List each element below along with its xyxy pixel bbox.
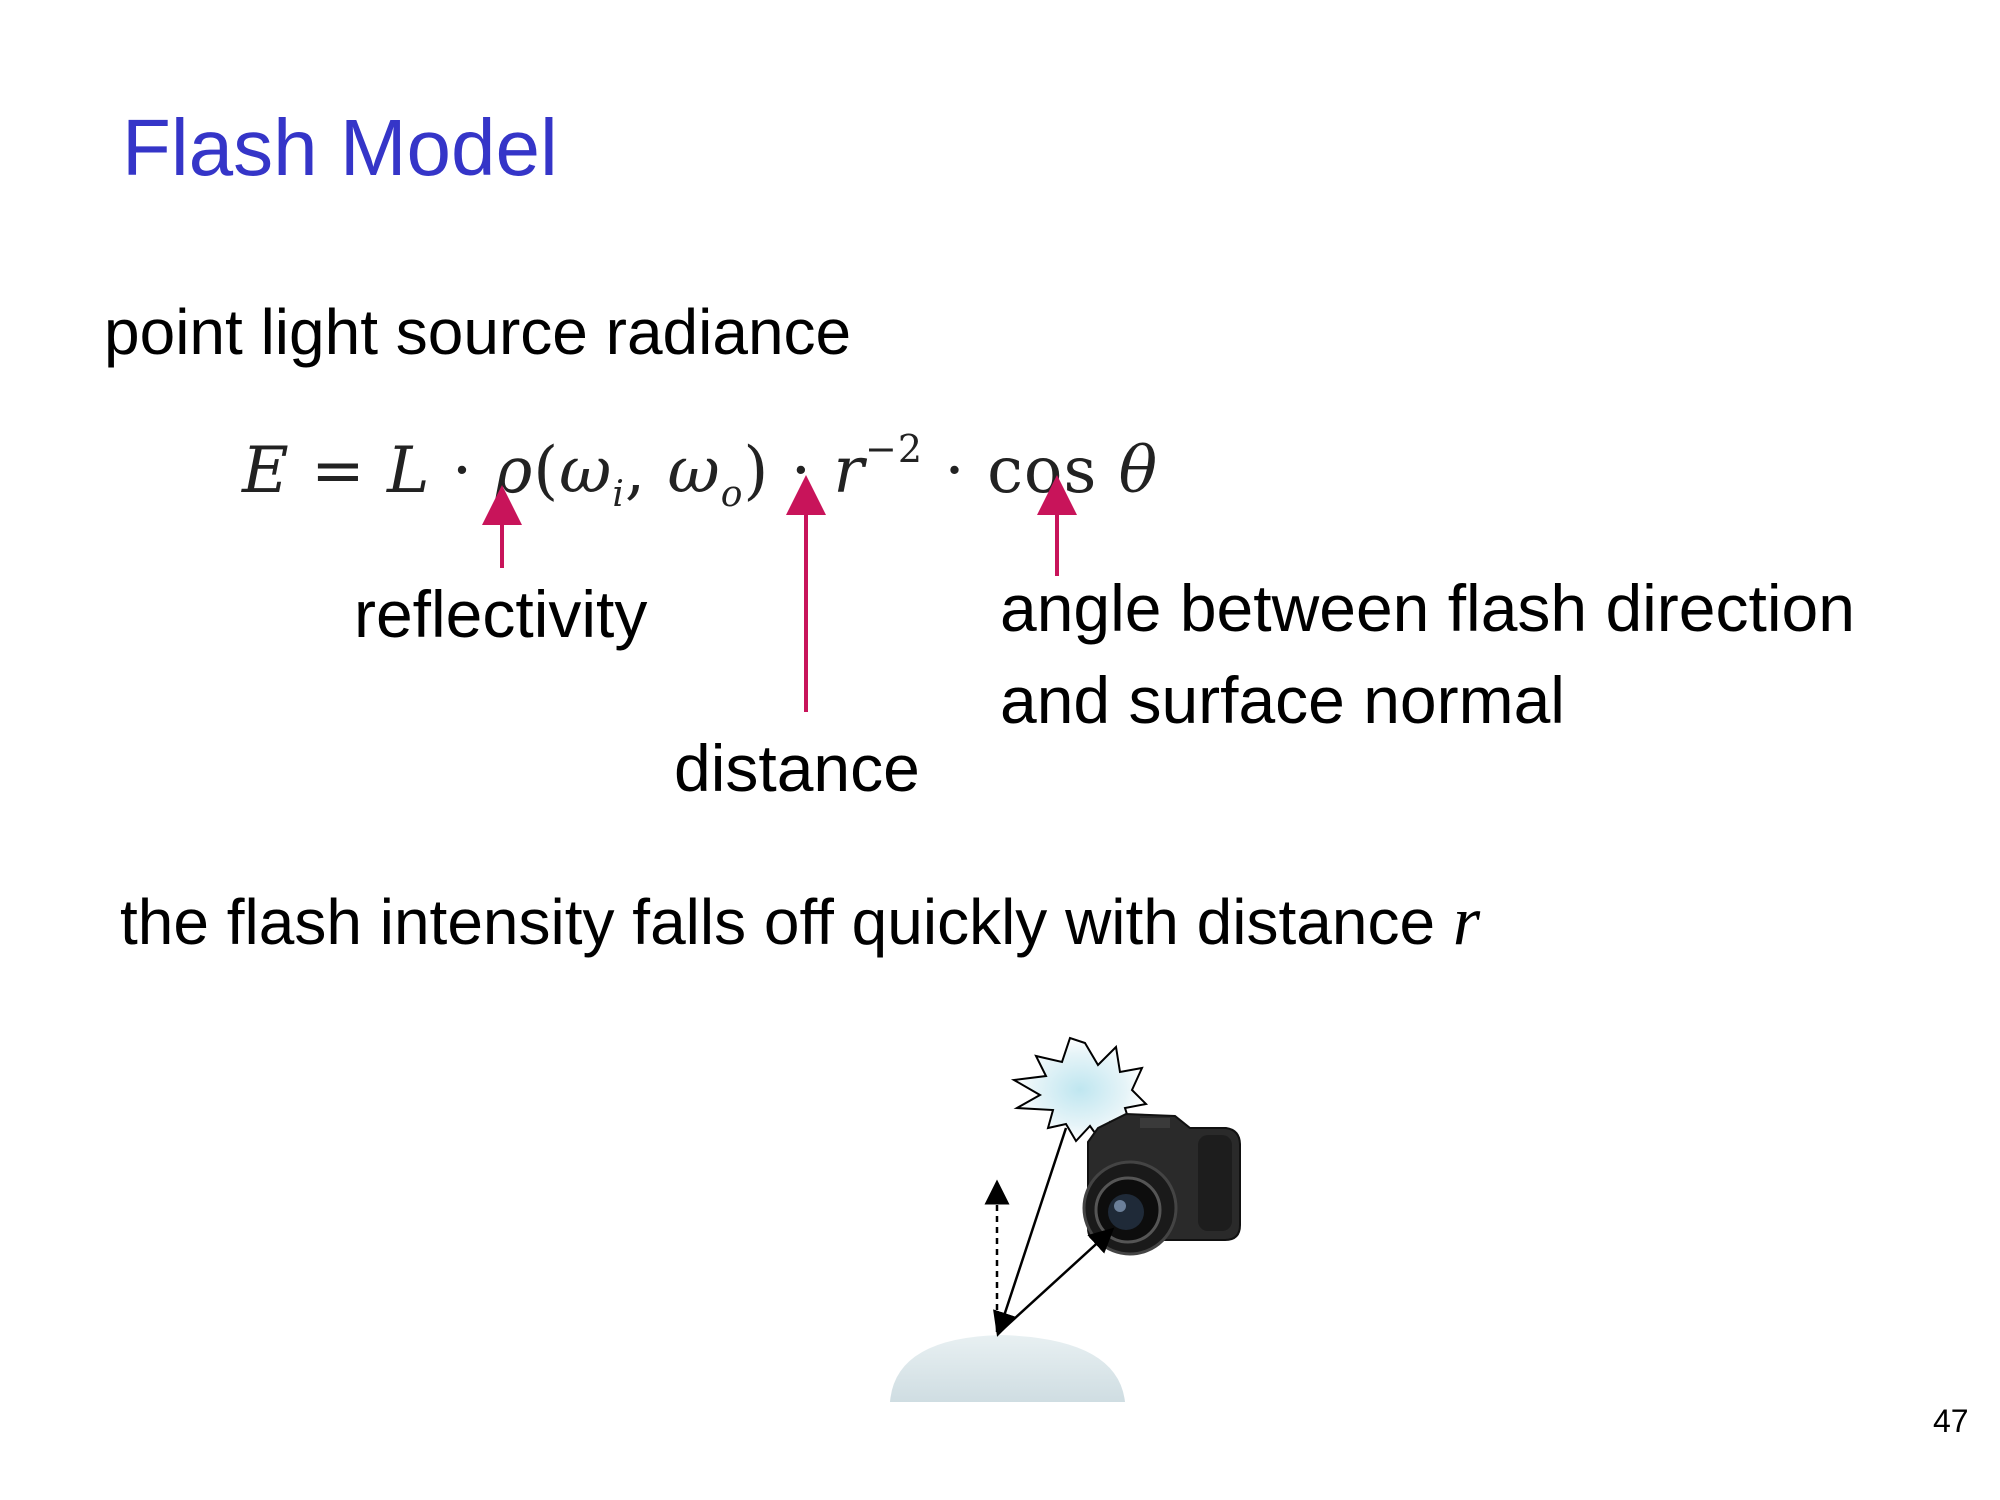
- camera-icon: [1082, 1112, 1241, 1256]
- label-angle: angle between flash direction and surfac…: [1000, 562, 1855, 747]
- falloff-variable-r: r: [1452, 883, 1481, 960]
- arrow-incoming-light: [993, 1127, 1068, 1337]
- formula-omega-o: ω: [667, 434, 721, 508]
- page-number: 47: [1933, 1403, 1969, 1439]
- label-distance: distance: [674, 731, 920, 805]
- formula-close-paren: ): [743, 434, 770, 508]
- label-angle-line2: and surface normal: [1000, 663, 1565, 738]
- formula-omega-i: ω: [559, 434, 613, 508]
- formula-sub-i: i: [612, 474, 625, 515]
- surface-dome-icon: [890, 1335, 1125, 1402]
- label-reflectivity: reflectivity: [354, 577, 648, 651]
- formula-open-paren: (: [533, 434, 560, 508]
- formula-equals: =: [289, 434, 388, 508]
- formula-r: r: [833, 434, 866, 508]
- flash-burst-icon: [1010, 1036, 1149, 1143]
- subtitle: point light source radiance: [104, 296, 852, 368]
- label-angle-line1: angle between flash direction: [1000, 571, 1855, 645]
- arrow-to-camera: [1001, 1227, 1115, 1331]
- formula-exponent: −2: [865, 427, 924, 471]
- falloff-text: the flash intensity falls off quickly wi…: [120, 886, 1453, 958]
- formula-theta: θ: [1118, 434, 1159, 508]
- formula-L: L: [387, 434, 431, 508]
- radiance-formula: E = L · ρ(ωi, ωo) · r−2 · cos θ: [242, 430, 1158, 513]
- formula-E: E: [242, 434, 290, 508]
- slide-title: Flash Model: [122, 103, 558, 192]
- formula-comma: ,: [624, 434, 668, 508]
- formula-dot-3: ·: [923, 434, 988, 508]
- formula-dot-1: ·: [430, 434, 495, 508]
- falloff-statement: the flash intensity falls off quickly wi…: [120, 880, 1480, 964]
- formula-sub-o: o: [720, 474, 744, 515]
